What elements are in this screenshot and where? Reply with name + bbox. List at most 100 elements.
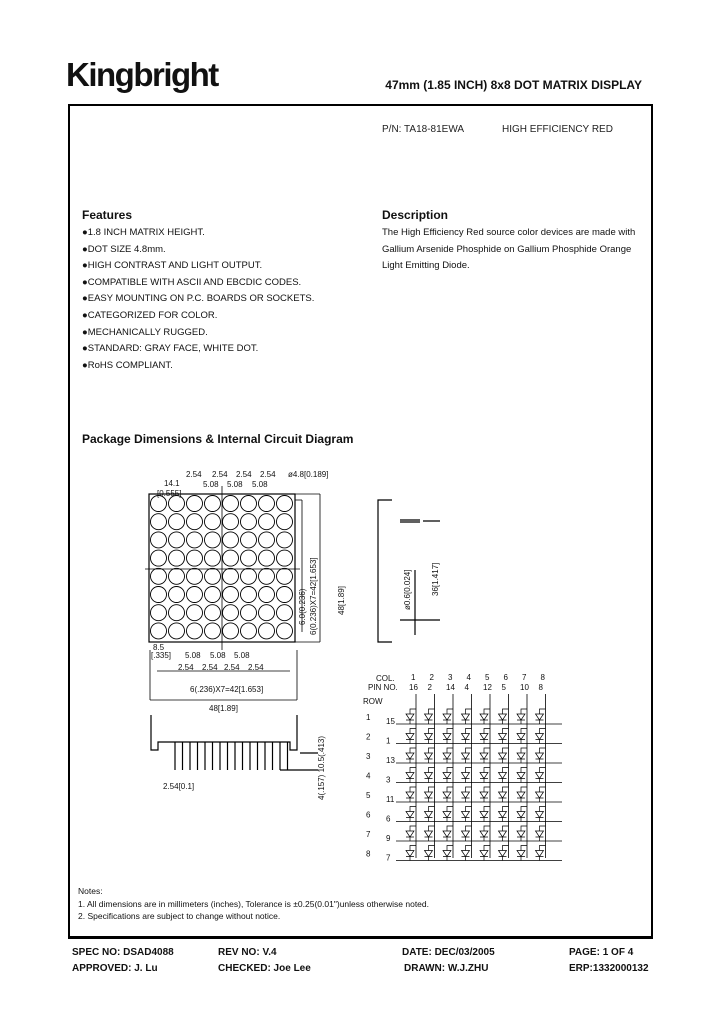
led-dot <box>240 495 257 512</box>
erp-number: ERP:1332000132 <box>569 963 649 974</box>
led-diode-icon <box>460 845 472 861</box>
led-diode-icon <box>497 786 509 802</box>
dimension-label: 5.08 <box>210 651 226 660</box>
led-dot <box>150 531 167 549</box>
led-dot <box>150 604 167 622</box>
description-line: The High Efficiency Red source color dev… <box>382 227 636 238</box>
row-number: 7 <box>366 830 371 839</box>
dimension-label: 4(.157) 10.5(.413) <box>317 736 326 800</box>
feature-item: ●1.8 INCH MATRIX HEIGHT. <box>82 227 205 238</box>
led-diode-icon <box>497 767 509 783</box>
column-number: 2 <box>430 673 435 682</box>
emitting-color: HIGH EFFICIENCY RED <box>502 124 613 135</box>
feature-item: ●HIGH CONTRAST AND LIGHT OUTPUT. <box>82 260 263 272</box>
led-dot <box>240 567 257 585</box>
kingbright-logo: Kingbright <box>66 56 219 93</box>
led-diode-icon <box>423 825 435 841</box>
dimension-label: [0.555] <box>157 489 181 498</box>
row-number: 8 <box>366 850 371 859</box>
led-dot <box>258 495 275 512</box>
description-heading: Description <box>382 208 449 222</box>
column-number: 1 <box>411 673 416 682</box>
row-pin: 6 <box>386 815 391 824</box>
led-diode-icon <box>534 825 546 841</box>
dimension-label: 2.54[0.1] <box>163 782 194 791</box>
row-number: 1 <box>366 713 371 722</box>
dimension-label: 8.5 <box>153 643 165 652</box>
dimension-label: 14.1 <box>164 479 180 488</box>
dimension-label: ø0.6[0.024] <box>403 570 412 610</box>
led-diode-icon <box>442 825 453 841</box>
column-pin: 4 <box>465 683 470 692</box>
led-diode-icon <box>534 708 546 724</box>
dimension-label: 36[1.417] <box>431 563 440 596</box>
led-dot <box>204 604 221 622</box>
feature-item: ●DOT SIZE 4.8mm. <box>82 243 166 255</box>
led-dot <box>276 531 293 549</box>
bottom-view <box>150 715 318 771</box>
led-diode-icon <box>460 786 472 802</box>
led-diode-icon <box>460 747 472 763</box>
pin-no-label: PIN NO. <box>368 683 398 692</box>
led-diode-icon <box>442 728 453 744</box>
led-dot <box>150 513 167 531</box>
column-number: 5 <box>485 673 490 682</box>
led-diode-icon <box>534 767 546 783</box>
led-dot <box>186 622 203 640</box>
led-dot <box>258 549 275 567</box>
column-pin: 2 <box>428 683 433 692</box>
led-diode-icon <box>405 708 416 724</box>
led-dot <box>168 513 185 531</box>
led-dot <box>204 531 221 549</box>
led-dot <box>222 549 239 567</box>
led-diode-icon <box>479 786 490 802</box>
led-dot <box>276 513 293 531</box>
column-pin: 12 <box>483 683 492 692</box>
led-diode-icon <box>442 806 453 822</box>
col-label: COL. <box>376 674 395 683</box>
dimension-label: 48[1.89] <box>209 704 238 713</box>
document-title: 47mm (1.85 INCH) 8x8 DOT MATRIX DISPLAY <box>385 78 642 92</box>
led-diode-icon <box>497 845 509 861</box>
led-dot <box>168 586 185 603</box>
led-diode-icon <box>534 806 546 822</box>
front-view-matrix <box>145 486 321 701</box>
led-diode-icon <box>460 806 472 822</box>
features-heading: Features <box>82 208 133 222</box>
dimension-label: 2.54 <box>186 470 202 479</box>
led-dot <box>222 604 239 622</box>
led-diode-icon <box>423 747 435 763</box>
led-diode-icon <box>516 747 527 763</box>
led-diode-icon <box>534 728 546 744</box>
led-diode-icon <box>516 728 527 744</box>
dimension-label: 5.08 <box>185 651 201 660</box>
led-dot <box>240 622 257 640</box>
row-pin: 1 <box>386 737 391 746</box>
led-dot <box>240 549 257 567</box>
dot-diameter-label: ø4.8[0.189] <box>288 470 328 479</box>
content-frame <box>68 104 653 939</box>
led-dot <box>240 604 257 622</box>
led-dot <box>276 586 293 603</box>
spec-no: SPEC NO: DSAD4088 <box>72 947 174 958</box>
led-diode-icon <box>423 806 435 822</box>
led-dot <box>222 567 239 585</box>
checked-by: CHECKED: Joe Lee <box>218 963 311 974</box>
led-diode-icon <box>497 728 509 744</box>
row-label: ROW <box>363 697 383 706</box>
dimension-label: 2.54 <box>212 470 228 479</box>
led-dot <box>222 531 239 549</box>
led-diode-icon <box>479 806 490 822</box>
led-diode-icon <box>516 806 527 822</box>
note-1: 1. All dimensions are in millimeters (in… <box>78 899 429 909</box>
led-dot <box>222 513 239 531</box>
led-diode-icon <box>423 786 435 802</box>
led-diode-icon <box>516 825 527 841</box>
feature-item: ●CATEGORIZED FOR COLOR. <box>82 310 218 321</box>
led-dot <box>186 567 203 585</box>
led-dot <box>186 513 203 531</box>
led-diode-icon <box>479 845 490 861</box>
feature-item: ●MECHANICALLY RUGGED. <box>82 326 208 338</box>
